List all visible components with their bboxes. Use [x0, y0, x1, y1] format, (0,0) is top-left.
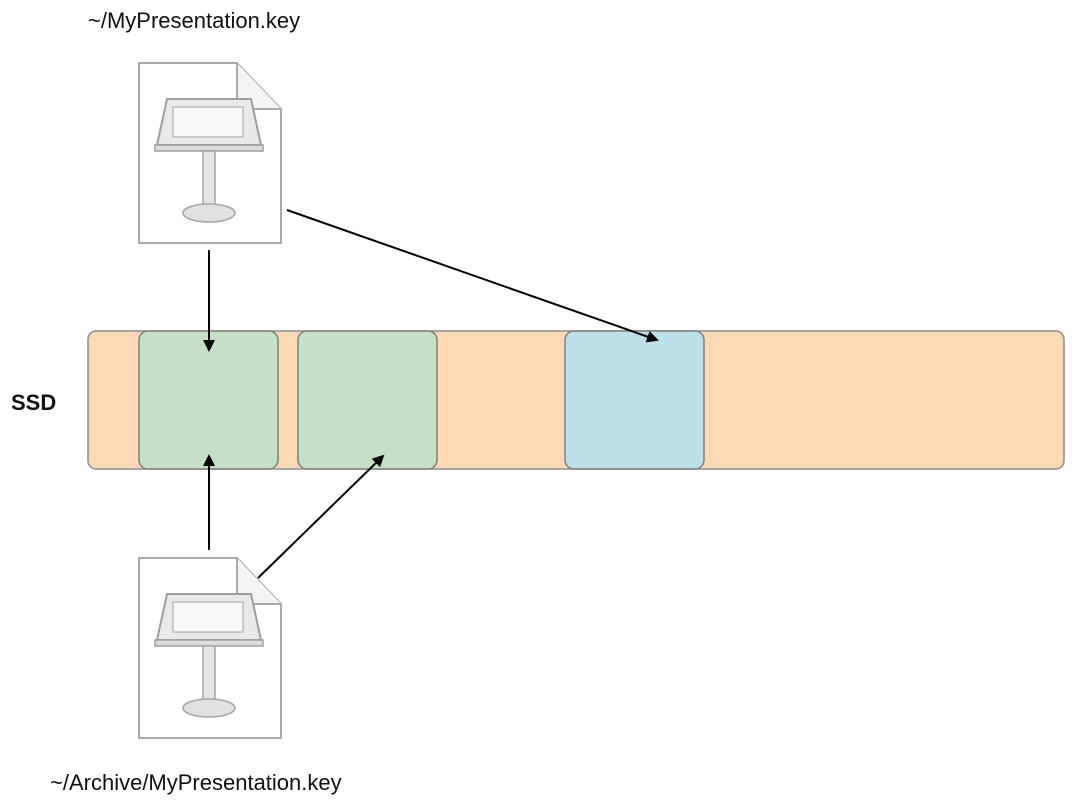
ssd-label: SSD [11, 390, 56, 415]
top-keynote-document-icon [138, 62, 282, 244]
shared-block-1 [138, 330, 279, 470]
arrow-top-file-to-modified-block [286, 209, 659, 343]
bottom-keynote-document-icon [138, 557, 282, 739]
modified-block [564, 330, 705, 470]
arrow-bottom-file-to-shared-block-2 [257, 454, 385, 579]
shared-block-2 [297, 330, 438, 470]
bottom-file-path-label: ~/Archive/MyPresentation.key [50, 770, 342, 795]
top-file-path-label: ~/MyPresentation.key [88, 8, 300, 33]
